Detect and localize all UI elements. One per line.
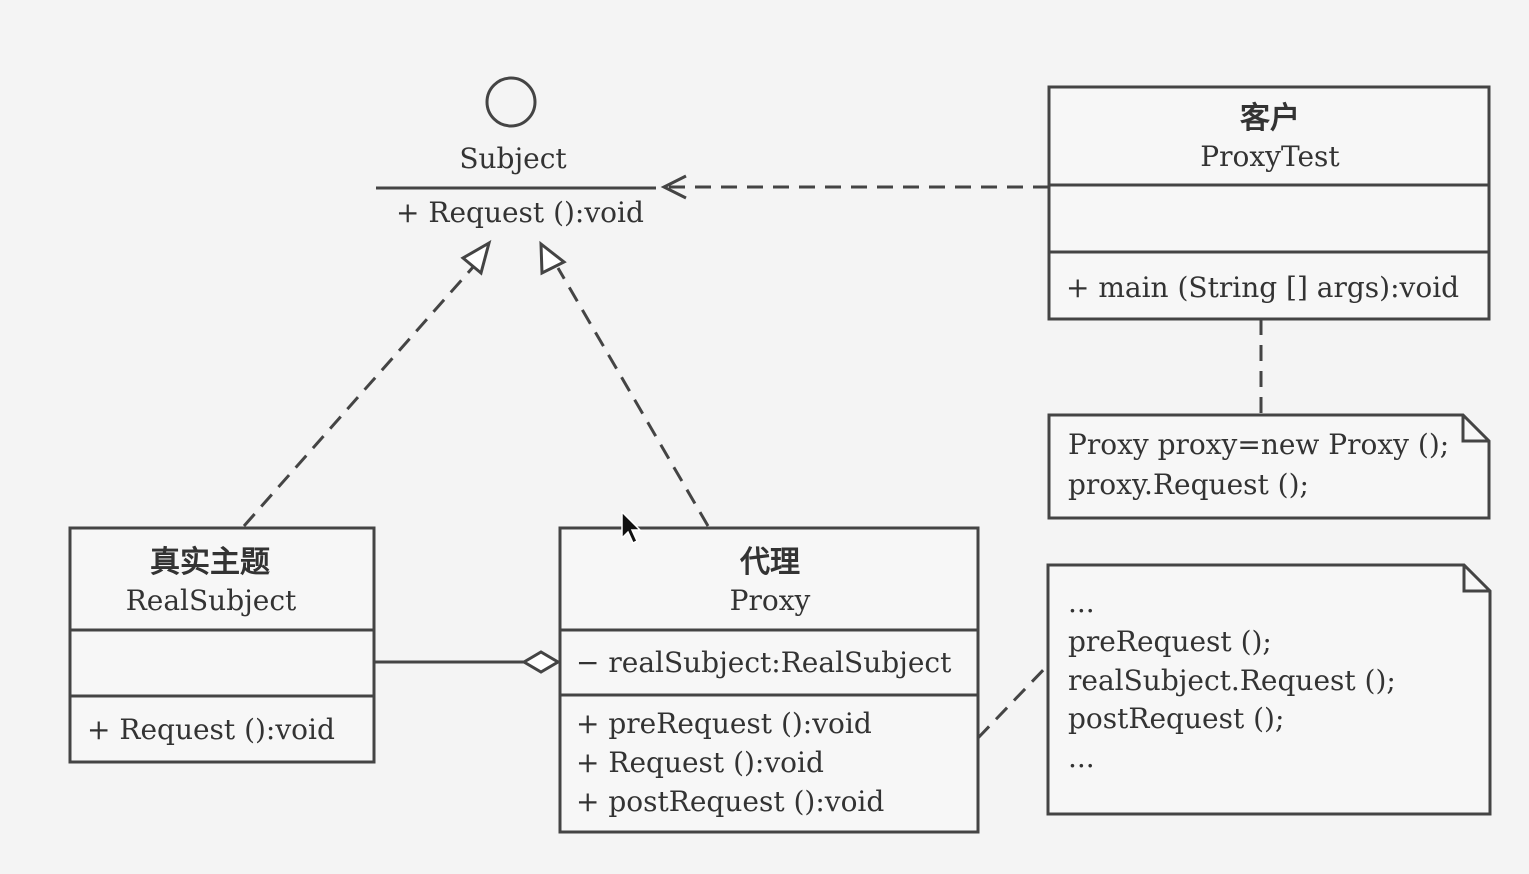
note-fold-icon (1461, 415, 1489, 443)
hollow-triangle-icon (539, 240, 567, 276)
client-note-box (1047, 413, 1491, 520)
real-subject-class-box (68, 526, 376, 764)
proxy-class: 代理 Proxy − realSubject:RealSubject + pre… (558, 526, 980, 834)
subject-method: + Request ():void (396, 196, 644, 229)
proxy-class-box (558, 526, 980, 834)
subject-interface: Subject + Request ():void (376, 76, 656, 229)
realization-line (242, 265, 476, 527)
client-method: + main (String [] args):void (1066, 271, 1459, 304)
client-title-en: ProxyTest (1200, 140, 1340, 173)
client-title-cn: 客户 (1240, 101, 1300, 136)
realization-realsubject-subject (242, 239, 492, 527)
client-note: Proxy proxy=new Proxy (); proxy.Request … (1047, 319, 1491, 520)
proxy-method: + postRequest ():void (576, 785, 884, 818)
proxy-note-line: ... (1068, 741, 1095, 774)
dependency-client-subject (660, 174, 1049, 200)
hollow-triangle-icon (460, 239, 492, 276)
proxy-note-line: realSubject.Request (); (1068, 664, 1396, 697)
proxy-note-anchor (976, 662, 1051, 740)
aggregation-proxy-realsubject (374, 650, 561, 674)
subject-name: Subject (459, 142, 567, 175)
client-note-line: proxy.Request (); (1068, 468, 1309, 501)
proxy-note-line: ... (1068, 586, 1095, 619)
realization-proxy-subject (539, 240, 710, 527)
mouse-cursor-icon (621, 510, 642, 545)
hollow-diamond-icon (521, 650, 561, 674)
proxy-note-line: postRequest (); (1068, 702, 1284, 735)
real-subject-method: + Request ():void (87, 713, 335, 746)
real-subject-class: 真实主题 RealSubject + Request ():void (68, 526, 376, 764)
proxy-attribute: − realSubject:RealSubject (576, 646, 952, 679)
interface-circle-icon (485, 76, 537, 128)
realization-line (556, 267, 710, 527)
real-subject-title-en: RealSubject (126, 584, 297, 617)
proxy-note-line: preRequest (); (1068, 625, 1272, 658)
client-note-line: Proxy proxy=new Proxy (); (1068, 428, 1449, 461)
proxy-title-cn: 代理 (739, 545, 800, 580)
client-class: 客户 ProxyTest + main (String [] args):voi… (1047, 85, 1491, 321)
client-class-box (1047, 85, 1491, 321)
proxy-method: + Request ():void (576, 746, 824, 779)
proxy-title-en: Proxy (730, 584, 811, 617)
proxy-note: ... preRequest (); realSubject.Request (… (976, 563, 1492, 816)
proxy-method: + preRequest ():void (576, 707, 872, 740)
real-subject-title-cn: 真实主题 (150, 545, 270, 580)
note-fold-icon (1462, 565, 1490, 593)
open-arrow-icon (660, 174, 687, 200)
proxy-note-box (1046, 563, 1492, 816)
